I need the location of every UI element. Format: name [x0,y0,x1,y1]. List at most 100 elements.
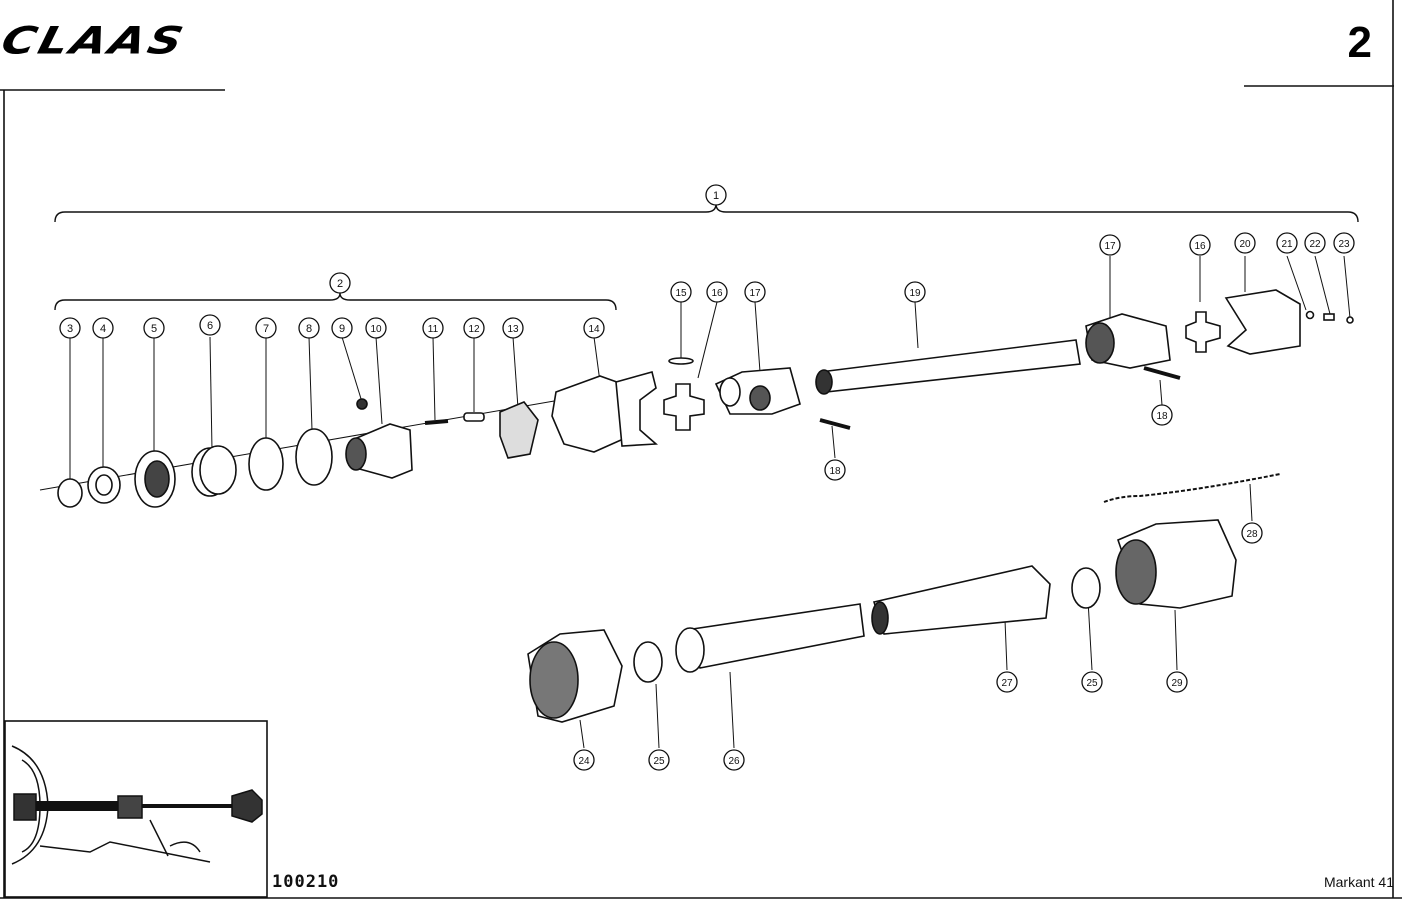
callout-label: 11 [428,324,439,335]
callout-18: 18 [824,459,846,481]
part-28-chain [1103,473,1281,503]
callout-label: 13 [507,324,519,335]
group-brackets [54,203,1359,311]
callout-29: 29 [1166,671,1188,693]
callout-27: 27 [996,671,1018,693]
part-9-ball [356,398,368,410]
callout-label: 24 [578,756,590,767]
part-19-tube [818,339,1081,393]
callout-22: 22 [1304,232,1326,254]
part-22 [1323,313,1335,321]
part-11-pin [424,419,449,425]
part-16b-cross [1185,311,1221,353]
callout-label: 25 [1086,678,1098,689]
callout-label: 15 [675,288,687,299]
callout-label: 12 [468,324,480,335]
callout-label: 26 [728,756,740,767]
callout-18: 18 [1151,404,1173,426]
callout-12: 12 [463,317,485,339]
part-18b-pin [1143,366,1181,380]
callout-label: 18 [829,466,841,477]
part-23 [1346,316,1354,324]
callout-24: 24 [573,749,595,771]
callout-label: 8 [306,323,312,335]
callout-label: 22 [1309,239,1321,250]
callout-28: 28 [1241,522,1263,544]
callout-label: 18 [1156,411,1168,422]
callout-label: 28 [1246,529,1258,540]
part-16-cross [663,383,705,431]
callout-10: 10 [365,317,387,339]
callout-3: 3 [59,317,81,339]
callout-label: 5 [151,323,157,335]
callout-13: 13 [502,317,524,339]
callout-6: 6 [199,314,221,336]
callout-label: 17 [749,288,761,299]
callout-label: 6 [207,320,213,332]
callout-label: 4 [100,323,106,335]
callout-label: 14 [588,324,600,335]
callout-7: 7 [255,317,277,339]
part-21 [1305,310,1315,320]
callout-label: 27 [1001,678,1013,689]
callout-19: 19 [904,281,926,303]
callout-label: 23 [1338,239,1350,250]
model-label: Markant 41 [1323,874,1394,890]
callout-17: 17 [744,281,766,303]
callout-label: 10 [370,324,382,335]
callout-label: 3 [67,323,73,335]
callout-8: 8 [298,317,320,339]
part-27-tube [872,565,1051,635]
callout-17: 17 [1099,234,1121,256]
callout-label: 25 [653,756,665,767]
page-number: 2 [1347,18,1372,67]
part-18-pin [819,418,851,430]
callout-11: 11 [422,317,444,339]
part-15-ring [668,357,694,365]
callout-label: 2 [337,278,343,290]
part-26-tube [684,603,865,669]
part-12-key [463,412,485,422]
part-14-yoke [551,375,631,453]
callout-1: 1 [705,184,727,206]
callout-label: 9 [339,323,345,335]
callout-20: 20 [1234,232,1256,254]
inset-tractor-sketch [11,745,263,865]
callout-label: 21 [1281,239,1293,250]
upper-assembly-parts [57,289,1354,508]
callout-9: 9 [331,317,353,339]
callout-15: 15 [670,281,692,303]
callout-label: 7 [263,323,269,335]
part-13-plate [499,401,539,459]
callout-23: 23 [1333,232,1355,254]
callout-label: 1 [713,190,719,202]
callout-26: 26 [723,749,745,771]
part-20-yoke [1224,289,1301,355]
callout-5: 5 [143,317,165,339]
callout-4: 4 [92,317,114,339]
lower-guard-parts [527,519,1237,723]
callout-label: 20 [1239,239,1251,250]
callout-label: 29 [1171,678,1183,689]
callout-2: 2 [329,272,351,294]
part-3-ring [57,478,83,508]
callout-label: 19 [909,288,921,299]
callout-label: 16 [1194,241,1206,252]
callout-16: 16 [706,281,728,303]
part-25-bearing [633,641,663,683]
drawing-number: 100210 [272,872,340,892]
part-7-circlip [248,437,284,491]
callout-16: 16 [1189,234,1211,256]
callout-25: 25 [1081,671,1103,693]
part-8-ring [295,428,333,486]
callout-label: 16 [711,288,723,299]
part-25b-bearing [1071,567,1101,609]
callout-14: 14 [583,317,605,339]
callout-label: 17 [1104,241,1116,252]
callout-25: 25 [648,749,670,771]
callout-21: 21 [1276,232,1298,254]
